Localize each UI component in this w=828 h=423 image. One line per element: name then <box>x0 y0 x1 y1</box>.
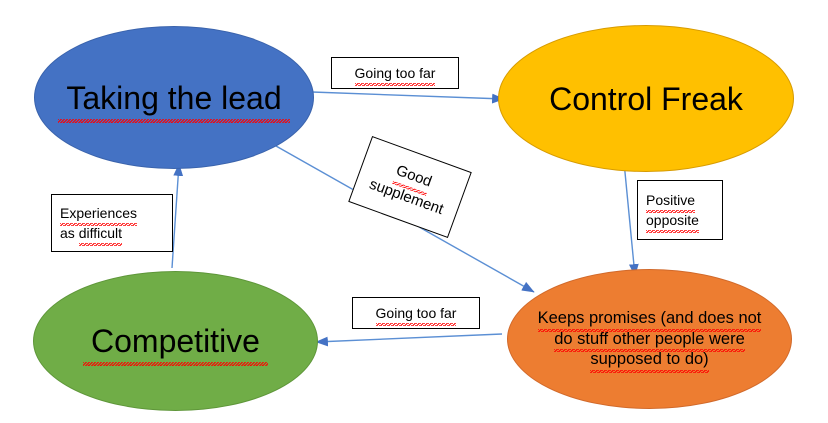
edge-label-going-too-far-bottom-text: Going too far <box>375 303 456 327</box>
node-keeps-promises-label: Keeps promises (and does not do stuff ot… <box>530 308 770 373</box>
edge-label-going-too-far-top-text: Going too far <box>354 63 435 87</box>
node-competitive[interactable]: Competitive <box>33 271 318 411</box>
edge-label-positive-opposite-line-1: Positive <box>646 190 696 214</box>
edge-label-positive-opposite-line-2: opposite <box>646 210 699 234</box>
node-keeps-promises-line-3: supposed to do) <box>590 350 710 373</box>
node-keeps-promises[interactable]: Keeps promises (and does not do stuff ot… <box>507 269 792 409</box>
connector-competitive-to-lead <box>171 163 184 269</box>
connector-lead-to-control <box>311 91 505 104</box>
edge-label-experiences-as-difficult[interactable]: Experiences as difficult <box>51 194 173 252</box>
node-taking-the-lead[interactable]: Taking the lead <box>34 26 314 169</box>
edge-label-positive-opposite[interactable]: Positive opposite <box>637 180 723 240</box>
edge-label-experiences-as-difficult-line-1: Experiences <box>60 203 138 227</box>
connector-control-to-keeps <box>623 161 639 277</box>
node-keeps-promises-line-1: Keeps promises (and does not <box>537 309 762 332</box>
squiggle-difficult: difficult <box>78 223 123 247</box>
node-control-freak-label: Control Freak <box>549 80 743 117</box>
node-keeps-promises-line-2: do stuff other people were <box>554 329 745 352</box>
edge-label-going-too-far-top[interactable]: Going too far <box>331 57 459 89</box>
edge-label-going-too-far-bottom[interactable]: Going too far <box>352 297 480 329</box>
node-competitive-label: Competitive <box>83 321 268 366</box>
edge-label-experiences-as-difficult-line-2: as difficult <box>60 223 123 247</box>
node-taking-the-lead-label: Taking the lead <box>58 78 290 123</box>
node-control-freak[interactable]: Control Freak <box>498 25 794 172</box>
connector-keeps-to-competitive <box>315 333 503 347</box>
